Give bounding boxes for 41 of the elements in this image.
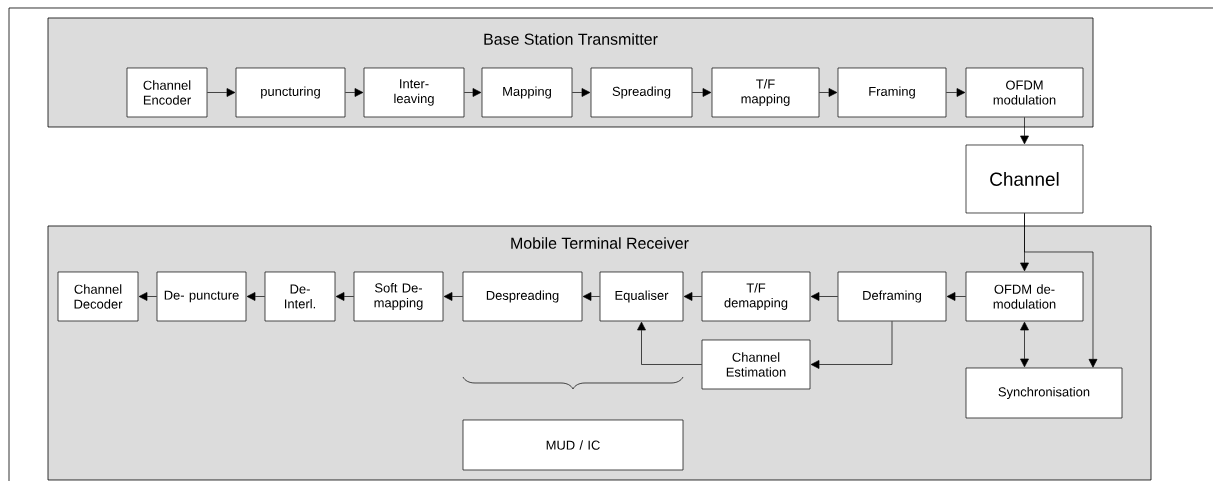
arrow — [1020, 117, 1029, 145]
arrow — [464, 88, 482, 97]
arrow — [345, 88, 364, 97]
arrow — [692, 88, 712, 97]
process-box: De- puncture — [156, 271, 247, 322]
arrow — [335, 292, 354, 301]
arrow — [683, 292, 702, 301]
process-box: OFDM de- modulation — [965, 271, 1084, 322]
process-box: Framing — [837, 67, 947, 118]
process-box: Channel Estimation — [701, 339, 811, 390]
process-box: Channel Decoder — [57, 271, 139, 322]
arrow — [246, 292, 265, 301]
process-box: Channel — [965, 144, 1084, 214]
process-box: Soft De- mapping — [353, 271, 444, 322]
arrow — [810, 321, 893, 369]
process-box: De- Interl. — [264, 271, 336, 322]
process-box: Channel Encoder — [126, 67, 208, 118]
arrow — [637, 321, 702, 365]
arrow — [810, 292, 838, 301]
process-box: Spreading — [590, 67, 693, 118]
process-box: puncturing — [235, 67, 346, 118]
process-box: T/F mapping — [711, 67, 820, 118]
arrow — [1024, 213, 1098, 368]
process-box: Despreading — [462, 271, 583, 322]
arrow — [572, 88, 591, 97]
arrow — [946, 292, 966, 301]
process-box: Mapping — [481, 67, 573, 118]
arrow — [443, 292, 463, 301]
arrow — [582, 292, 600, 301]
process-box: T/F demapping — [701, 271, 811, 322]
arrow — [138, 292, 157, 301]
arrow — [207, 88, 236, 97]
process-box: Synchronisation — [965, 367, 1123, 419]
process-box: Equaliser — [599, 271, 684, 322]
process-box: MUD / IC — [462, 419, 684, 471]
process-box: OFDM modulation — [965, 67, 1084, 118]
process-box: Deframing — [837, 271, 947, 322]
arrow — [1020, 321, 1029, 368]
process-box: Inter- leaving — [363, 67, 465, 118]
arrow — [946, 88, 966, 97]
arrow — [819, 88, 838, 97]
